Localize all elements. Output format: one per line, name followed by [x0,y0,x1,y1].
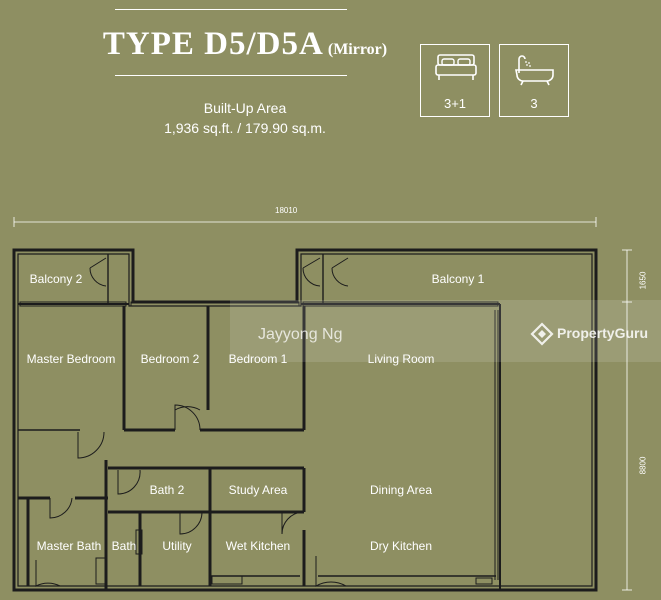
watermark-brand: PropertyGuru [557,325,649,341]
watermark-owner: Jayyong Ng [258,326,343,343]
unit-type-label: TYPE D5/D5A [102,26,324,62]
watermark-band [230,300,661,362]
room-master-bath: Master Bath [36,539,102,553]
dimension-width-label: 18010 [275,206,298,215]
room-wet-kitchen: Wet Kitchen [225,539,291,553]
room-living-room: Living Room [367,352,435,366]
room-bath-2: Bath 2 [149,483,185,497]
room-dining-area: Dining Area [369,483,433,497]
dimension-lines [13,217,632,591]
bed-icon [435,54,477,80]
room-study-area: Study Area [228,483,288,497]
unit-type-suffix: (Mirror) [327,41,388,58]
room-balcony-1: Balcony 1 [431,272,485,286]
propertyguru-logo-icon [530,322,554,346]
room-dry-kitchen: Dry Kitchen [369,539,433,553]
room-balcony-2: Balcony 2 [29,272,83,286]
bedroom-count: 3+1 [443,96,467,111]
bathroom-count: 3 [530,96,538,111]
fixtures [95,529,493,585]
room-utility: Utility [162,539,192,553]
bathroom-count-box: 3 [499,44,569,117]
bathtub-icon [515,55,554,86]
room-bedroom-1: Bedroom 1 [228,352,288,366]
walls [12,248,598,592]
room-master-bedroom: Master Bedroom [26,352,116,366]
window-strip [19,301,499,580]
built-up-area-label: Built-Up Area [203,100,287,116]
room-bedroom-2: Bedroom 2 [140,352,200,366]
unit-type-title: TYPE D5/D5A (Mirror) [60,26,430,63]
built-up-area-value: 1,936 sq.ft. / 179.90 sq.m. [164,120,326,136]
bedroom-count-box: 3+1 [420,44,490,117]
door-swings [35,257,349,587]
room-bath: Bath [111,539,137,553]
header-rule-bottom [115,75,347,76]
header-rule-top [115,9,347,10]
